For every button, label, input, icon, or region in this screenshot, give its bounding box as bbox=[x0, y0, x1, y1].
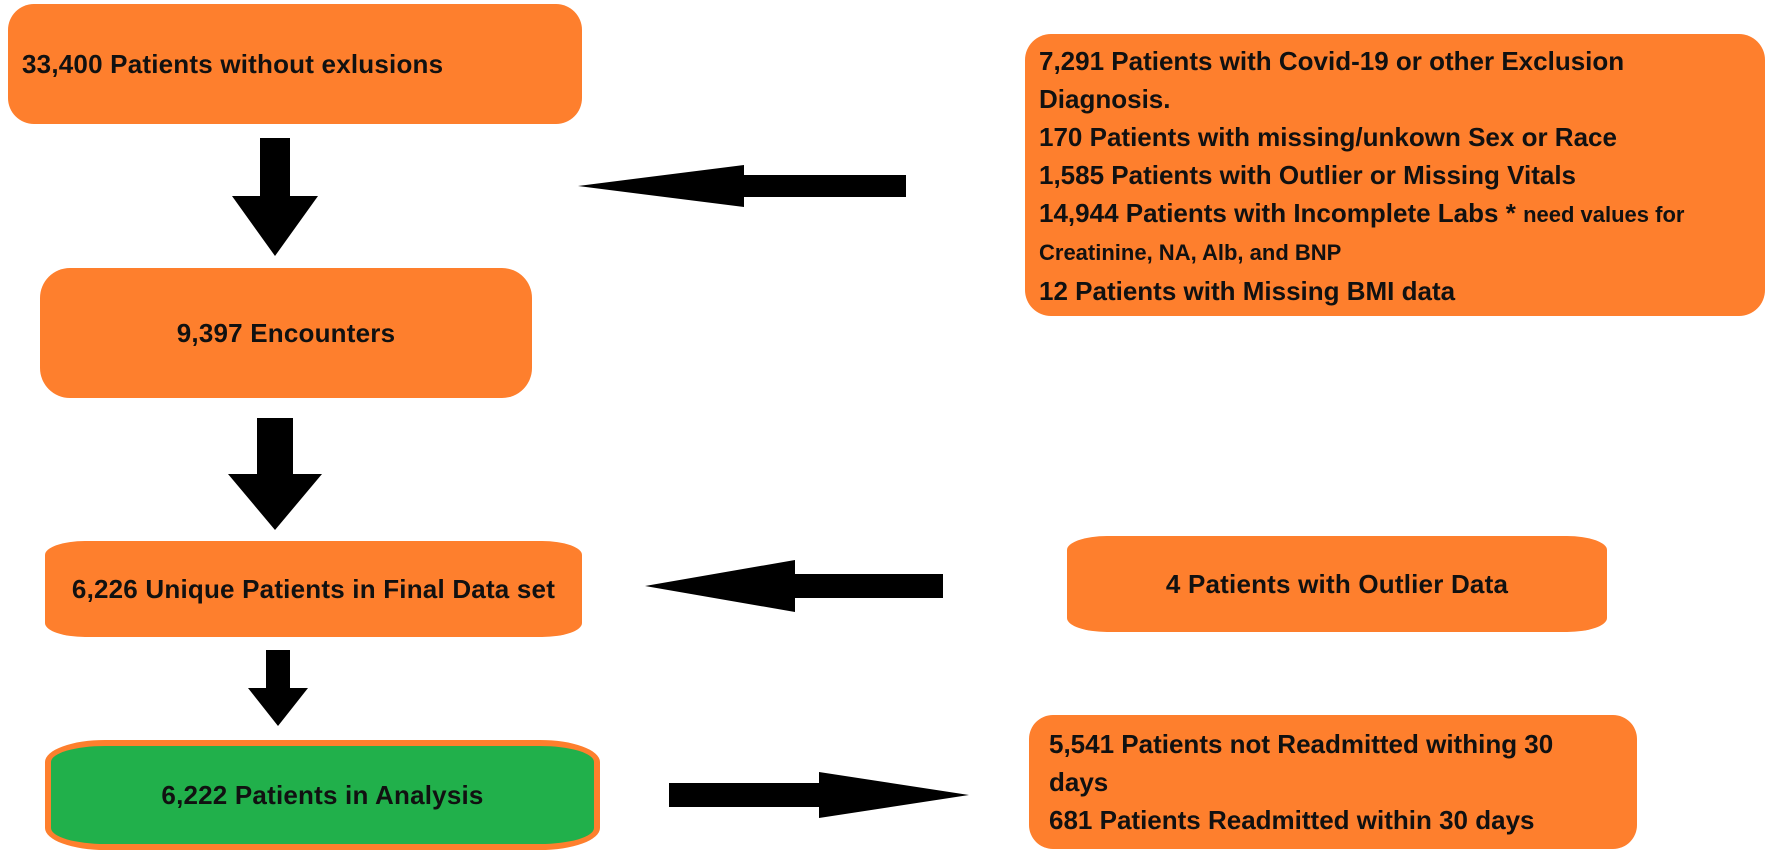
outlier-box: 4 Patients with Outlier Data bbox=[1067, 536, 1607, 632]
exclusion-line-labs: 14,944 Patients with Incomplete Labs * n… bbox=[1039, 194, 1755, 234]
readmission-box: 5,541 Patients not Readmitted withing 30… bbox=[1029, 715, 1637, 849]
unique-patients-text: 6,226 Unique Patients in Final Data set bbox=[71, 573, 556, 604]
encounters-box: 9,397 Encounters bbox=[40, 268, 532, 398]
unique-patients-box: 6,226 Unique Patients in Final Data set bbox=[45, 541, 582, 637]
readmission-line-readmitted: 681 Patients Readmitted within 30 days bbox=[1049, 805, 1535, 835]
readmission-line-days: days bbox=[1049, 767, 1109, 797]
exclusions-box: 7,291 Patients with Covid-19 or other Ex… bbox=[1025, 34, 1765, 316]
exclusion-line-sex-race: 170 Patients with missing/unkown Sex or … bbox=[1039, 122, 1617, 152]
down-arrow-1 bbox=[232, 138, 318, 256]
outlier-text: 4 Patients with Outlier Data bbox=[1165, 568, 1509, 599]
exclusion-line-lab-values: Creatinine, NA, Alb, and BNP bbox=[1039, 240, 1342, 265]
exclusion-labs-note: need values for bbox=[1523, 202, 1685, 227]
encounters-text: 9,397 Encounters bbox=[176, 317, 396, 348]
total-patients-box: 33,400 Patients without exlusions bbox=[8, 4, 582, 124]
exclusion-line-vitals: 1,585 Patients with Outlier or Missing V… bbox=[1039, 160, 1577, 190]
left-arrow-outlier bbox=[645, 560, 943, 612]
analysis-patients-box: 6,222 Patients in Analysis bbox=[45, 740, 600, 850]
down-arrow-2 bbox=[228, 418, 322, 530]
right-arrow-readmission bbox=[669, 772, 969, 818]
readmission-line-not-readmitted: 5,541 Patients not Readmitted withing 30 bbox=[1049, 729, 1554, 759]
exclusion-line-diagnosis: Diagnosis. bbox=[1039, 84, 1171, 114]
exclusion-labs-main: 14,944 Patients with Incomplete Labs * bbox=[1039, 198, 1516, 228]
down-arrow-3 bbox=[248, 650, 308, 726]
exclusion-line-covid: 7,291 Patients with Covid-19 or other Ex… bbox=[1039, 46, 1625, 76]
exclusion-line-bmi: 12 Patients with Missing BMI data bbox=[1039, 276, 1456, 306]
total-patients-text: 33,400 Patients without exlusions bbox=[22, 48, 444, 79]
left-arrow-exclusions bbox=[578, 165, 906, 207]
analysis-patients-text: 6,222 Patients in Analysis bbox=[161, 779, 484, 810]
